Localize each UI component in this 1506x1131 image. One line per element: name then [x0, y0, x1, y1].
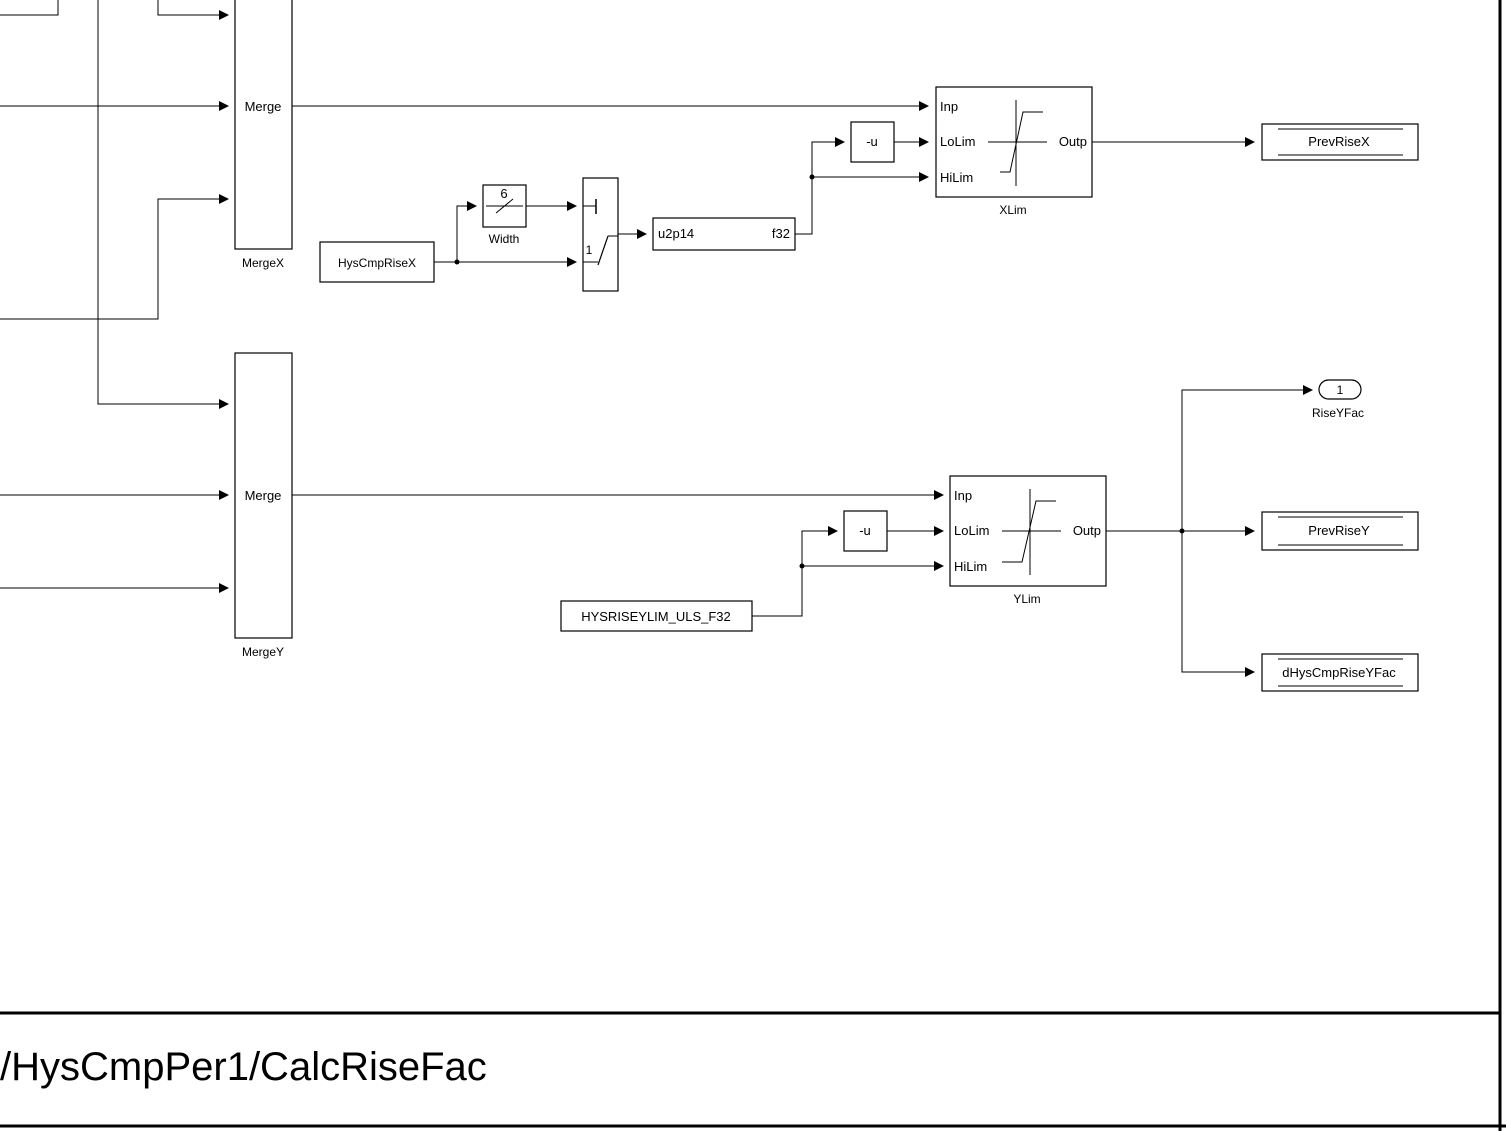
outport-name: RiseYFac: [1312, 406, 1364, 420]
d-hyscmp-rise-y-fac-block[interactable]: dHysCmpRiseYFac: [1261, 653, 1419, 692]
merge-y-label: Merge: [245, 488, 282, 503]
prev-rise-x-label: PrevRiseX: [1308, 134, 1370, 149]
convert-out-label: f32: [772, 226, 790, 241]
ylim-inp-label: Inp: [954, 488, 972, 503]
merge-x-label: Merge: [245, 99, 282, 114]
merge-y-name: MergeY: [242, 645, 284, 659]
switch-block[interactable]: 1: [582, 177, 619, 292]
negate-x-label: -u: [866, 134, 878, 149]
signal-line-hysconst-out[interactable]: [752, 526, 838, 617]
width-block[interactable]: 6 Width: [482, 184, 527, 246]
negate-y-block[interactable]: -u: [843, 510, 888, 552]
outport-rise-y-fac[interactable]: 1 RiseYFac: [1312, 379, 1364, 420]
signal-line-ylim-to-dhyscmp[interactable]: [1181, 531, 1255, 677]
negate-y-label: -u: [859, 523, 871, 538]
merge-y-block[interactable]: Merge MergeY: [234, 352, 293, 659]
ylim-block[interactable]: Inp LoLim HiLim Outp YLim: [949, 475, 1107, 606]
negate-x-block[interactable]: -u: [850, 121, 895, 163]
prev-rise-y-label: PrevRiseY: [1308, 523, 1370, 538]
partial-block-top-left[interactable]: [0, 0, 59, 16]
convert-in-label: u2p14: [658, 226, 694, 241]
model-path: /HysCmpPer1/CalcRiseFac: [0, 1045, 487, 1089]
hyscmp-risex-block[interactable]: HysCmpRiseX: [319, 241, 435, 283]
hys-rise-ylim-label: HYSRISEYLIM_ULS_F32: [581, 609, 731, 624]
prev-rise-y-block[interactable]: PrevRiseY: [1261, 511, 1419, 551]
hys-rise-ylim-block[interactable]: HYSRISEYLIM_ULS_F32: [560, 600, 753, 632]
merge-x-name: MergeX: [242, 256, 284, 270]
xlim-block[interactable]: Inp LoLim HiLim Outp XLim: [935, 86, 1093, 217]
width-name: Width: [489, 232, 520, 246]
branch-point: [454, 259, 460, 265]
branch-point: [1179, 528, 1185, 534]
ylim-lolim-label: LoLim: [954, 523, 989, 538]
ylim-hilim-label: HiLim: [954, 559, 987, 574]
merge-x-block[interactable]: Merge MergeX: [234, 0, 293, 270]
branch-point: [809, 174, 815, 180]
signal-line-hyscmp-to-width[interactable]: [456, 201, 477, 262]
data-type-conversion-block[interactable]: u2p14 f32: [652, 217, 796, 251]
signal-line-vertical[interactable]: [97, 0, 229, 409]
signal-line-mergex-in1[interactable]: [157, 0, 229, 20]
hyscmp-risex-label: HysCmpRiseX: [338, 256, 416, 270]
d-hyscmp-label: dHysCmpRiseYFac: [1282, 665, 1396, 680]
prev-rise-x-block[interactable]: PrevRiseX: [1261, 123, 1419, 161]
xlim-lolim-label: LoLim: [940, 134, 975, 149]
xlim-inp-label: Inp: [940, 99, 958, 114]
outport-number: 1: [1337, 383, 1344, 397]
width-value: 6: [500, 186, 507, 201]
ylim-name: YLim: [1013, 592, 1040, 606]
signal-line-convert-out[interactable]: [795, 137, 845, 235]
branch-point: [799, 563, 805, 569]
xlim-name: XLim: [999, 203, 1026, 217]
signal-line-ylim-to-outport[interactable]: [1181, 385, 1313, 531]
ylim-outp-label: Outp: [1073, 523, 1101, 538]
xlim-hilim-label: HiLim: [940, 170, 973, 185]
switch-label: 1: [586, 243, 593, 257]
signal-line-mergex-in3[interactable]: [0, 194, 229, 320]
xlim-outp-label: Outp: [1059, 134, 1087, 149]
